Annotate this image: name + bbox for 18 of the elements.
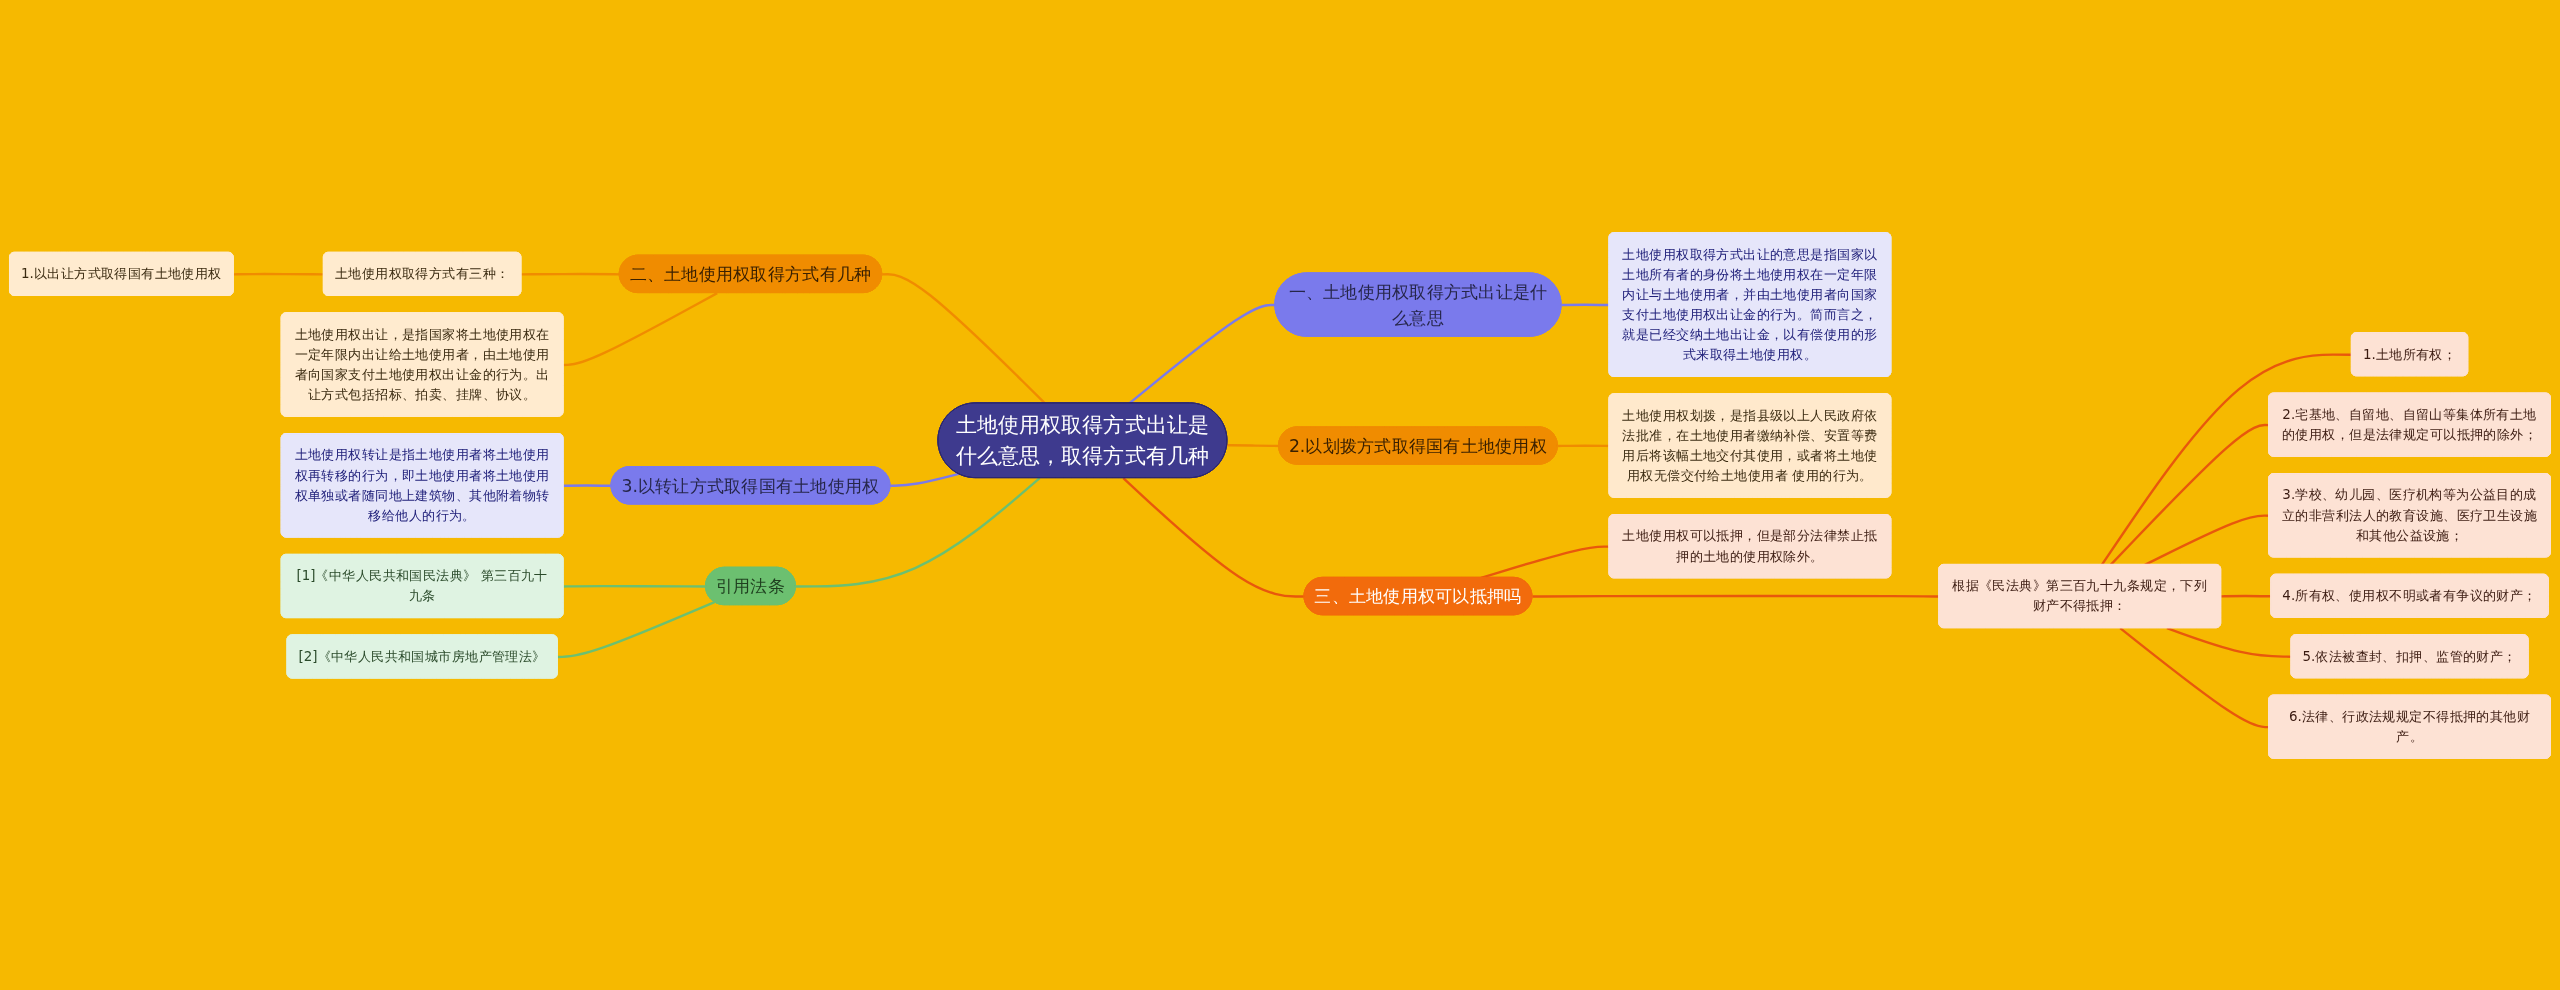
connector: [563, 584, 707, 588]
connector: [2166, 626, 2292, 658]
connector: [1557, 444, 1610, 447]
connector: [1561, 303, 1610, 306]
connector: [882, 272, 1046, 404]
connector: [1122, 476, 1305, 598]
connector: [2119, 626, 2270, 728]
connector: [1128, 303, 1276, 404]
connector: [233, 272, 324, 276]
connector: [1227, 443, 1279, 447]
connector: [557, 600, 716, 658]
connector: [563, 291, 718, 366]
connector: [1532, 594, 1940, 598]
connector: [795, 476, 1041, 588]
connector: [563, 483, 612, 487]
connector: [890, 472, 959, 487]
connector: [521, 272, 620, 276]
connector: [2221, 594, 2272, 598]
